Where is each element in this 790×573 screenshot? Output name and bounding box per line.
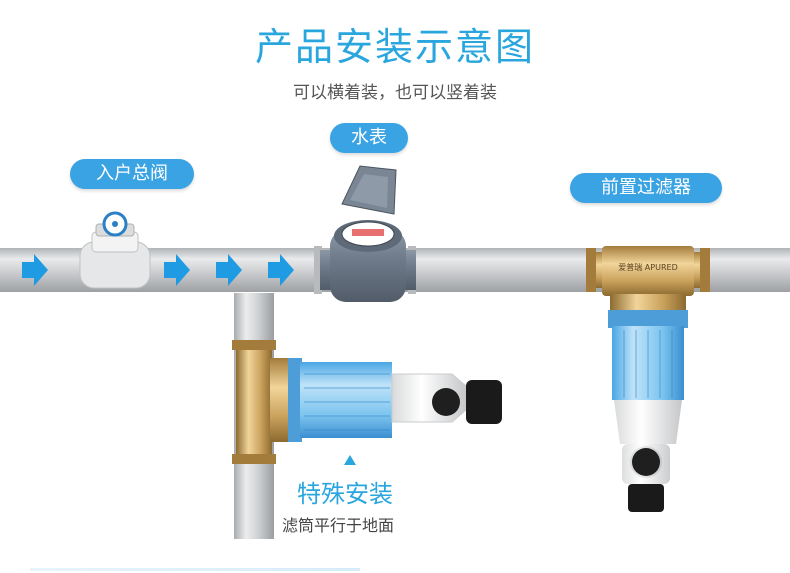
label-pre-filter: 前置过滤器 [570, 173, 722, 203]
page-title: 产品安装示意图 [254, 25, 535, 69]
special-install-title: 特殊安装 [297, 480, 393, 508]
pipe-joint [314, 246, 322, 294]
flow-arrow [268, 254, 294, 286]
label-water-meter: 水表 [330, 123, 408, 153]
pre-filter-brand: 爱普瑞 APURED [618, 262, 677, 272]
special-install-arrow [344, 455, 356, 465]
flow-arrow [22, 254, 48, 286]
special-install-note: 滤筒平行于地面 [282, 516, 395, 535]
main-valve [79, 211, 151, 289]
pre-filter-horizontal [232, 340, 502, 464]
bottom-divider [30, 568, 360, 571]
flow-arrow [164, 254, 190, 286]
page-subtitle: 可以横着装，也可以竖着装 [293, 83, 497, 103]
flow-arrows [22, 254, 294, 286]
label-main-valve: 入户总阀 [70, 159, 194, 189]
flow-arrow [216, 254, 242, 286]
pre-filter-vertical: 爱普瑞 APURED [586, 246, 710, 512]
water-meter [320, 165, 416, 302]
